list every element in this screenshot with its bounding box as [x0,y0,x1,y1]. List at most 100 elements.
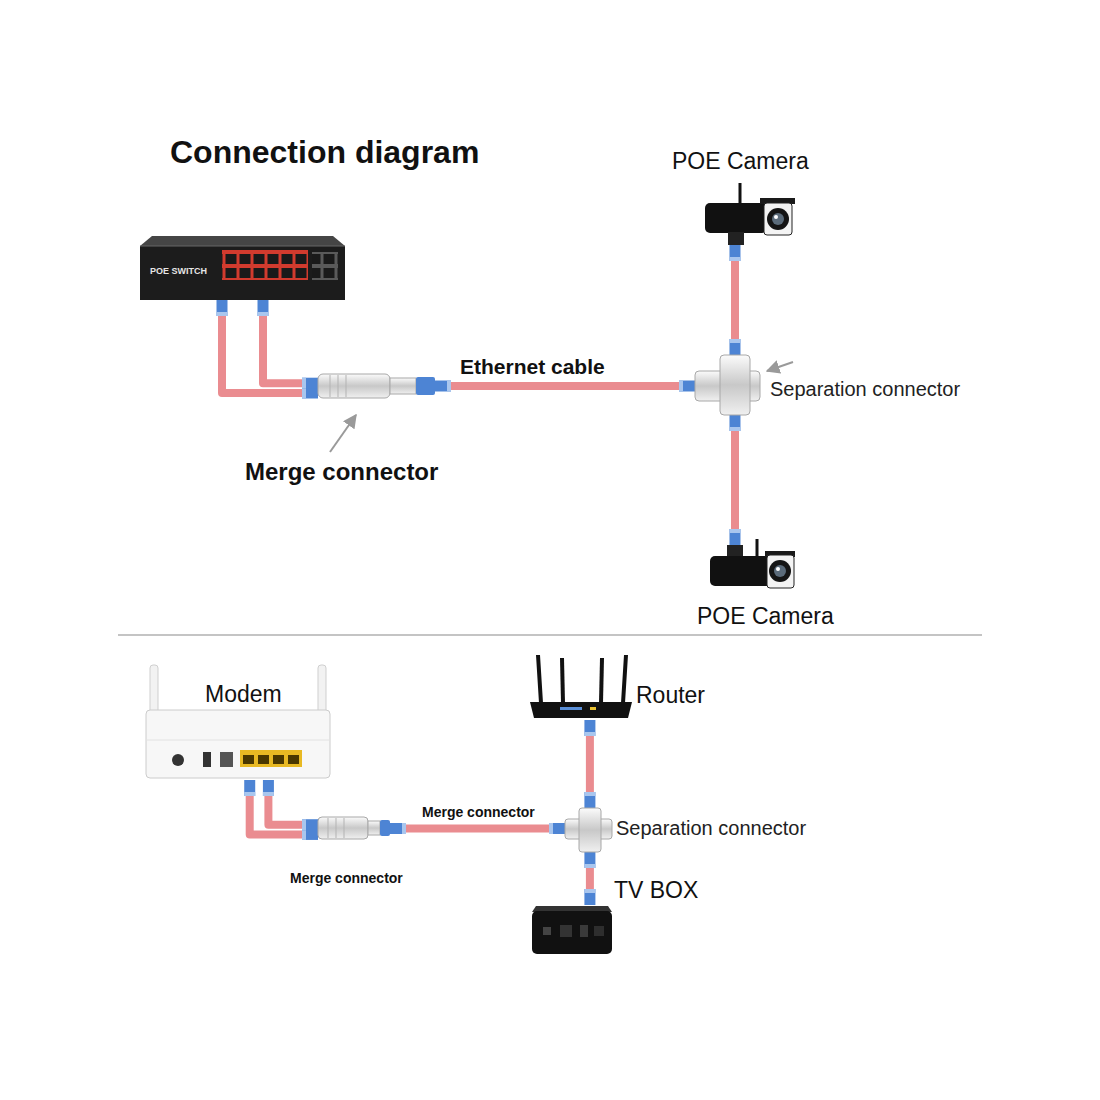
device-label: Separation connector [770,378,960,401]
router: Router [530,655,632,720]
poe-switch-illustration [312,252,338,280]
poe-switch-illustration [140,236,345,300]
tv-box-illustration [543,927,551,935]
poe-camera: POE Camera [700,185,795,245]
rj45-plug [729,529,740,533]
section-divider [118,634,982,636]
ethernet-cable [268,780,318,825]
separation-connector: Separation connector [565,808,612,852]
rj45-plug [263,792,274,796]
rj45-plug [217,300,228,316]
camera-illustration [756,539,759,557]
tv-box: TV BOX [532,905,612,955]
rj45-plug [584,720,595,736]
merge-connector-illustration [318,817,390,839]
rj45-plug [302,819,306,830]
device-label: Router [636,682,705,708]
merge-connector-illustration [380,820,390,836]
separation-connector-illustration [579,808,601,852]
ethernet-cable [390,825,565,833]
camera-illustration [727,545,743,557]
rj45-plug [729,257,740,261]
router-illustration [538,655,541,703]
poe-switch: POE SWITCH [140,235,345,300]
rj45-plug [402,823,406,834]
modem-illustration [203,752,211,767]
router-illustration [562,658,563,703]
rj45-plug [258,300,269,316]
modem-illustration [318,665,326,713]
leader-arrow [330,415,356,452]
rj45-plug [244,780,255,796]
camera-illustration [710,539,795,588]
ethernet-cable [731,245,739,355]
modem-illustration [240,750,302,767]
leader-arrow [767,362,793,371]
merge-connector-illustration [416,377,435,395]
camera-illustration [774,565,786,577]
merge-connector-illustration [328,818,344,838]
rj45-plug [549,823,565,834]
camera-illustration [739,183,742,205]
rj45-plug [584,889,595,905]
router-illustration [560,707,582,710]
tv-box-illustration [532,911,612,954]
poe-switch-illustration [222,250,308,280]
ethernet-cable [586,852,594,905]
tv-box-illustration [560,925,572,937]
camera-illustration [764,203,792,235]
modem-illustration [172,754,184,766]
rj45-plug [217,312,228,316]
separation-connector: Separation connector [695,355,760,415]
rj45-plug [302,378,306,389]
camera-illustration [728,232,744,245]
router-illustration [530,655,632,718]
device-label: Separation connector [616,817,806,840]
camera-illustration [776,567,780,571]
modem: Modem [145,665,332,780]
poe-switch-illustration [312,252,338,280]
router-illustration [530,702,632,718]
rj45-plug [302,829,306,840]
device-label: Merge connector [290,870,403,886]
camera-illustration [774,215,778,219]
modem-illustration [146,740,330,741]
merge-connector-illustration [318,374,390,398]
device-label: Merge connector [245,458,438,486]
rj45-plug [302,388,318,399]
rj45-plug [729,415,740,431]
device-label: POE Camera [697,603,834,629]
rj45-plug [584,852,595,868]
rj45-plug [729,245,740,261]
rj45-plug [679,381,695,392]
device-label: TV BOX [614,877,698,903]
diagram-title: Connection diagram [170,134,479,171]
rj45-plug [263,780,274,796]
poe-switch-illustration [140,236,345,246]
rj45-plug [390,823,406,834]
rj45-plug [435,381,451,392]
rj45-plug [549,823,553,834]
device-label: Modem [205,681,282,707]
rj45-plug [302,378,318,389]
rj45-plug [584,792,595,808]
camera-illustration [710,556,772,586]
tv-box-illustration [580,925,588,937]
ethernet-cable [250,780,318,834]
tv-box-illustration [594,926,604,936]
rj45-plug [729,427,740,431]
ethernet-cable [586,720,594,808]
camera-illustration [705,183,795,245]
merge-connector-illustration [330,375,346,397]
merge-connector-illustration [390,378,416,394]
poe-camera: POE Camera [705,545,795,590]
rj45-plug [302,819,318,830]
camera-illustration [705,203,767,233]
router-illustration [623,655,626,703]
modem-illustration [220,752,233,767]
rj45-plug [258,312,269,316]
rj45-plug [729,339,740,355]
modem-illustration [146,665,330,778]
